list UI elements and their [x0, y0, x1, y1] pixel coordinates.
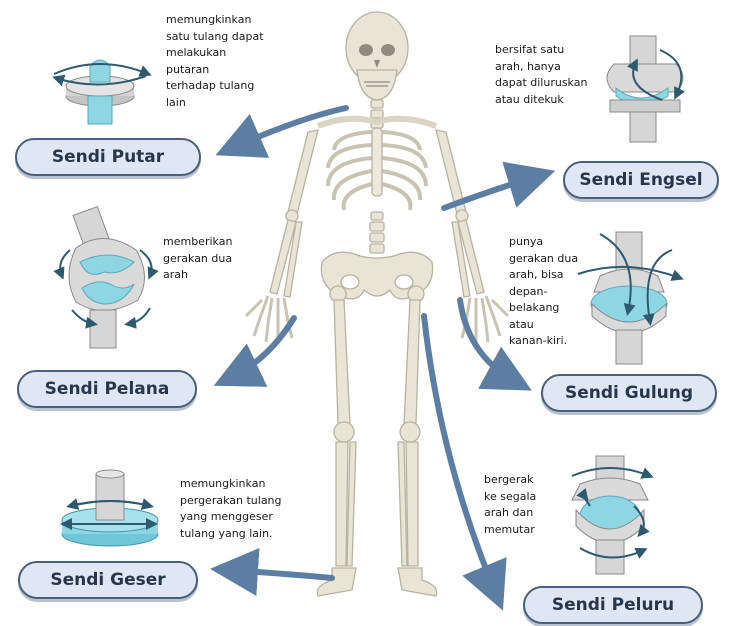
desc-putar: memungkinkan satu tulang dapat melakukan… — [166, 12, 264, 111]
desc-pelana: memberikan gerakan dua arah — [163, 234, 232, 284]
left-leg — [317, 286, 356, 596]
left-arm — [246, 130, 318, 344]
pivot-joint-icon — [54, 60, 148, 124]
arrow-putar — [232, 108, 346, 148]
condyloid-joint-icon — [578, 232, 680, 364]
desc-peluru: bergerak ke segala arah dan memutar — [484, 472, 536, 538]
right-leg — [398, 286, 437, 596]
label-sendi-geser: Sendi Geser — [18, 561, 198, 599]
arrow-geser — [228, 570, 332, 578]
ball-socket-joint-icon — [572, 456, 650, 574]
label-sendi-putar: Sendi Putar — [15, 138, 201, 176]
hinge-joint-icon — [607, 36, 683, 142]
label-sendi-gulung: Sendi Gulung — [541, 374, 717, 412]
saddle-joint-icon — [60, 207, 151, 348]
arrow-pelana — [230, 318, 294, 378]
label-sendi-peluru: Sendi Peluru — [523, 586, 703, 624]
desc-gulung: punya gerakan dua arah, bisa depan- bela… — [509, 234, 578, 350]
desc-geser: memungkinkan pergerakan tulang yang meng… — [180, 476, 282, 542]
skull — [346, 12, 408, 100]
right-arm — [436, 130, 508, 344]
skeleton-illustration — [246, 12, 508, 596]
label-sendi-engsel: Sendi Engsel — [563, 161, 719, 199]
gliding-joint-icon — [62, 470, 158, 546]
desc-engsel: bersifat satu arah, hanya dapat dilurusk… — [495, 42, 587, 108]
label-sendi-pelana: Sendi Pelana — [17, 370, 197, 408]
